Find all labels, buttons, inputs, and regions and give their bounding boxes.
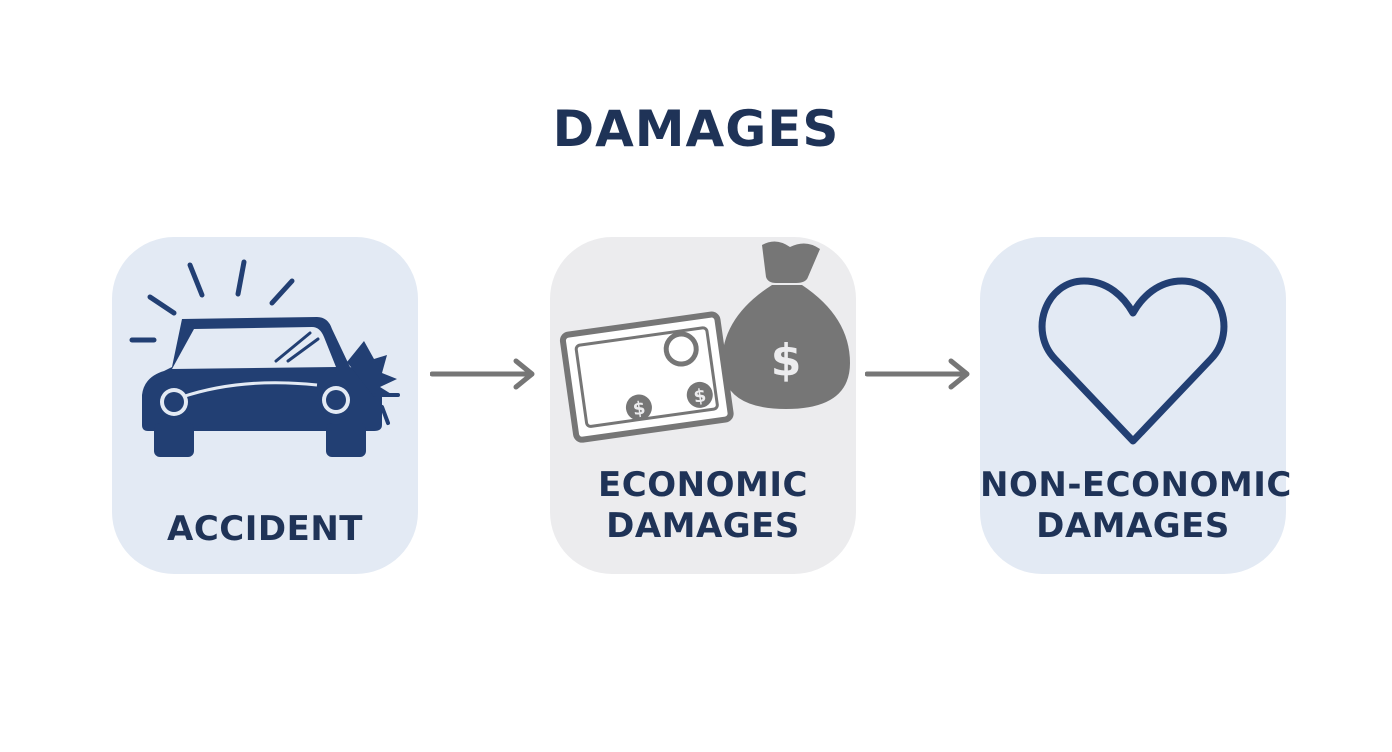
economic-damages-label-line-2: DAMAGES — [606, 506, 800, 546]
accident-card: ACCIDENT — [112, 237, 418, 574]
non-economic-damages-card: NON-ECONOMIC DAMAGES — [980, 237, 1292, 574]
svg-text:$: $ — [771, 335, 802, 386]
heart-icon — [1038, 277, 1228, 445]
money-icon: $ $ $ — [559, 241, 850, 443]
accident-label: ACCIDENT — [167, 509, 363, 549]
arrow-icon — [865, 358, 970, 390]
svg-text:$: $ — [631, 398, 646, 421]
non-economic-damages-label-line-2: DAMAGES — [1036, 506, 1230, 546]
economic-damages-label: ECONOMIC DAMAGES — [550, 465, 856, 547]
arrow-icon — [430, 358, 535, 390]
non-economic-damages-label-line-1: NON-ECONOMIC — [980, 465, 1292, 505]
non-economic-damages-label: NON-ECONOMIC DAMAGES — [980, 465, 1292, 547]
car-crash-icon — [129, 259, 400, 457]
economic-damages-card: $ $ $ ECONOMIC DAMAGES — [550, 237, 856, 574]
svg-text:$: $ — [692, 385, 707, 408]
diagram-title: DAMAGES — [552, 100, 840, 158]
economic-damages-label-line-1: ECONOMIC — [598, 465, 808, 505]
